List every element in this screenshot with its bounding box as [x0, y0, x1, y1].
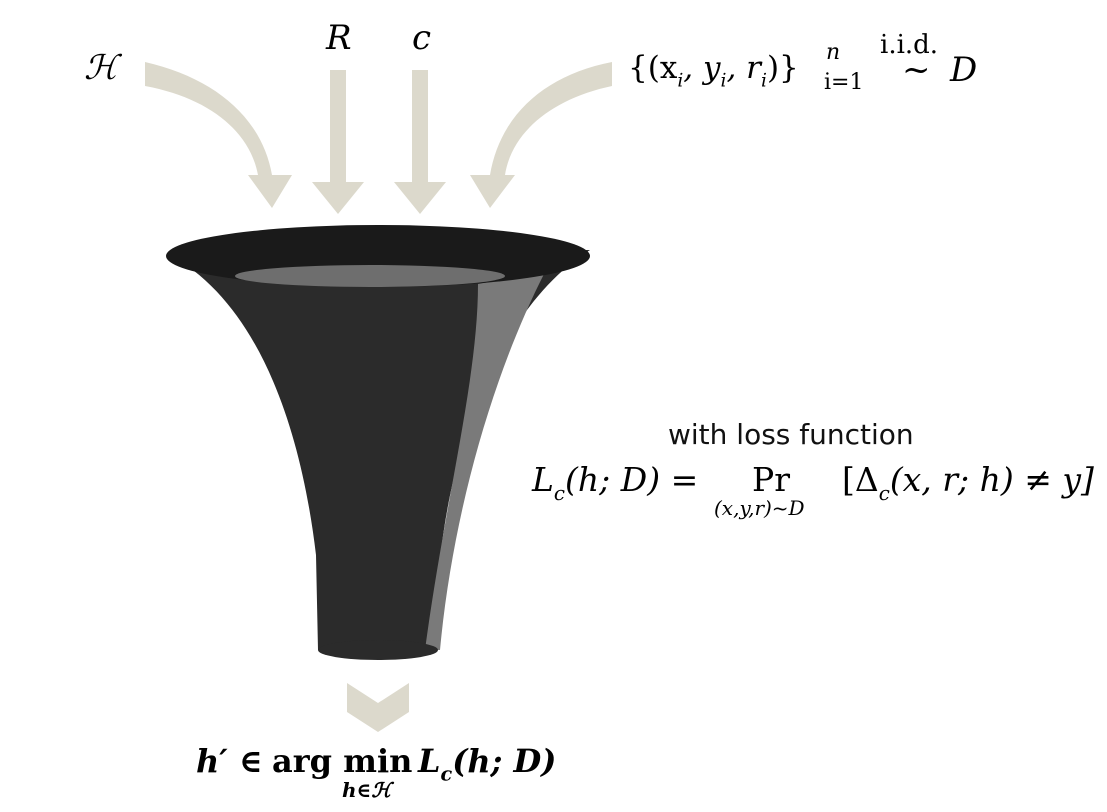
hypothesis-class-label: ℋ: [84, 48, 118, 88]
funnel-inner: [235, 265, 505, 287]
loss-delta-sub: c: [878, 481, 890, 505]
loss-rhs: [Δc(x, r; h) ≠ y]: [842, 460, 1094, 505]
dataset-open: {(x: [628, 50, 678, 86]
output-L-sub: c: [440, 762, 453, 786]
dataset-sup-n: n: [826, 40, 841, 65]
dataset-r: , r: [726, 50, 761, 86]
dataset-sub-i3: i: [760, 70, 767, 92]
distribution-label: D: [950, 50, 978, 90]
loss-lhs-sub: c: [553, 481, 566, 505]
loss-formula: Lc(h; D) =: [532, 460, 698, 505]
funnel-bottom: [318, 640, 438, 660]
funnel-highlight: [425, 272, 545, 650]
loss-pr: Pr: [752, 460, 790, 499]
dataset-label: {(xi, yi, ri)}: [628, 50, 799, 91]
output-args: (h; D): [452, 742, 557, 780]
dataset-close: )}: [766, 50, 799, 86]
tilde-symbol: ~: [902, 50, 931, 90]
output-formula-left: h′ ∈: [196, 742, 263, 780]
dataset-sub-i2: i: [720, 70, 727, 92]
output-L: L: [418, 742, 441, 780]
arrow-c: [394, 70, 446, 214]
dataset-sub-range: i=1: [824, 70, 864, 95]
loss-caption: with loss function: [668, 418, 914, 451]
loss-lhs-L: L: [532, 460, 554, 499]
loss-delta-args: (x, r; h) ≠ y]: [889, 460, 1094, 499]
dataset-y: , y: [683, 50, 721, 86]
r-label: R: [326, 18, 352, 58]
loss-delta: [Δ: [842, 460, 879, 499]
funnel: [166, 225, 590, 660]
output-argmin-sub: h∈ℋ: [342, 778, 392, 802]
iid-label: i.i.d.: [880, 30, 939, 60]
output-argmin: arg min: [272, 742, 413, 780]
c-label: c: [412, 18, 432, 58]
dataset-sub-i1: i: [677, 70, 684, 92]
arrow-dataset: [470, 62, 612, 208]
output-formula-right: Lc(h; D): [418, 742, 556, 786]
output-chevron: [347, 683, 409, 732]
loss-pr-sub: (x,y,r)~D: [714, 496, 805, 520]
loss-lhs-args: (h; D) =: [565, 460, 699, 499]
arrow-r: [312, 70, 364, 214]
input-arrows: [145, 62, 612, 214]
arrow-hypothesis: [145, 62, 292, 208]
